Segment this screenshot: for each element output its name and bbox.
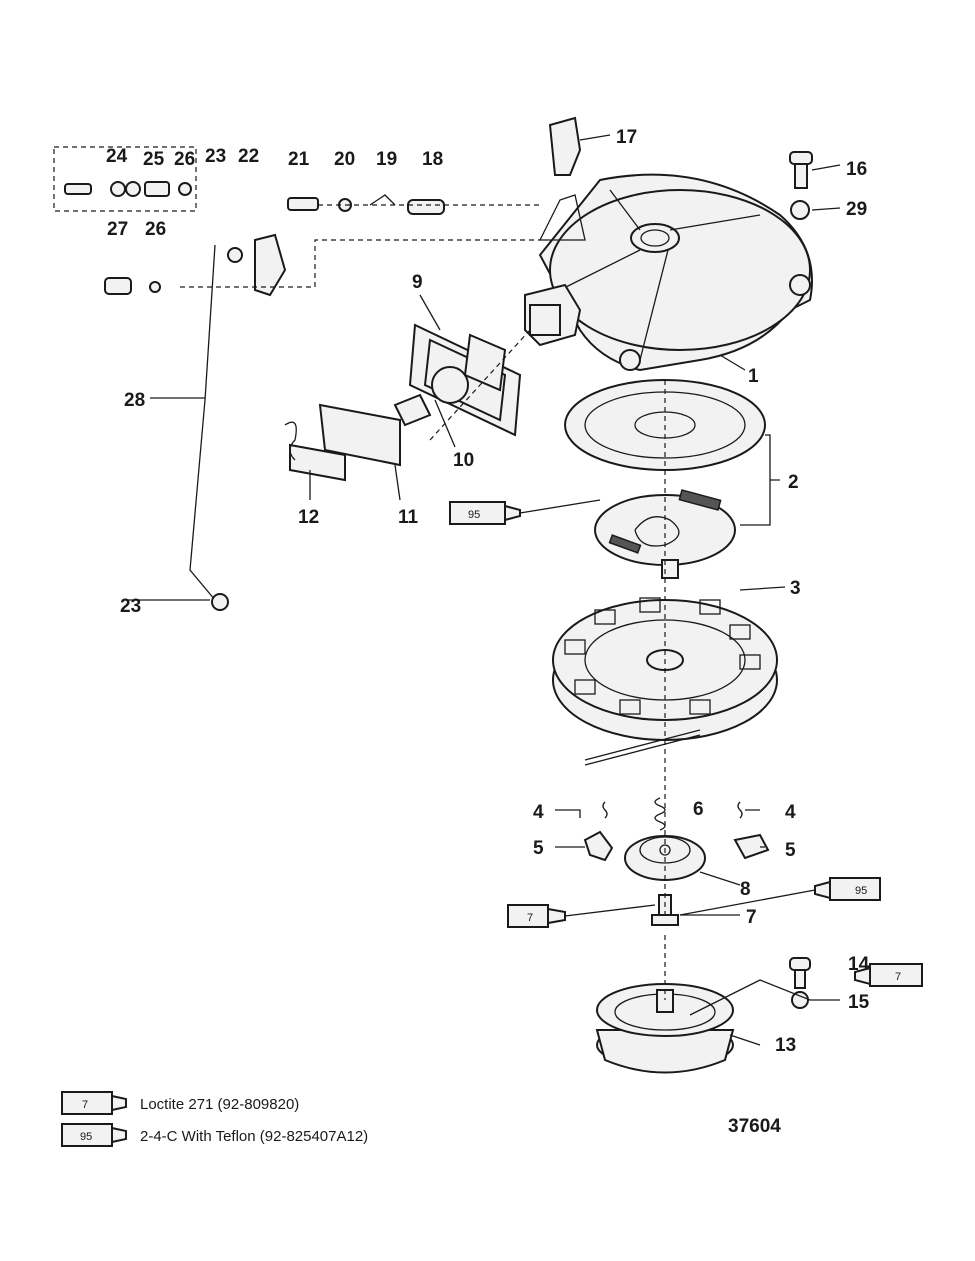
callout-4-left: 4: [533, 802, 544, 823]
figure-number: 37604: [728, 1116, 781, 1137]
callout-3: 3: [790, 578, 801, 599]
callout-6: 6: [693, 799, 704, 820]
leader-lines: [125, 134, 841, 1046]
legend-tube-7: 7: [61, 1091, 127, 1115]
callout-26-bottom: 26: [145, 219, 166, 240]
interlock-switch: [284, 323, 522, 482]
callout-29: 29: [846, 199, 867, 220]
loctite-tube-7-left: 7: [507, 904, 656, 928]
pawl-springs: [602, 797, 743, 831]
callout-8: 8: [740, 879, 751, 900]
callout-2: 2: [788, 472, 799, 493]
hardware-inset: [53, 146, 197, 212]
callout-5-right: 5: [785, 840, 796, 861]
callout-15: 15: [848, 992, 870, 1013]
retainer-bolt: [651, 894, 679, 926]
legend-item-1: Loctite 271 (92-809820): [140, 1096, 299, 1113]
legend: 7 Loctite 271 (92-809820) 95 2-4-C With …: [61, 1091, 368, 1147]
svg-text:7: 7: [82, 1099, 88, 1111]
callout-22: 22: [238, 146, 259, 167]
callout-12: 12: [298, 507, 319, 528]
callout-21: 21: [288, 149, 310, 170]
callout-19: 19: [376, 149, 397, 170]
svg-text:7: 7: [527, 912, 533, 924]
starter-housing: [524, 173, 813, 372]
callout-18: 18: [422, 149, 443, 170]
callout-28: 28: [124, 390, 145, 411]
callout-23-top: 23: [205, 146, 226, 167]
callout-16: 16: [846, 159, 867, 180]
callout-13: 13: [775, 1035, 796, 1056]
callout-4-right: 4: [785, 802, 796, 823]
callout-17: 17: [616, 127, 637, 148]
svg-text:95: 95: [468, 509, 480, 521]
callout-labels: 1 2 3 4 4 5 5 6 7 8 9 10 11 12 13 14 15 …: [106, 127, 870, 1056]
legend-tube-95: 95: [61, 1123, 127, 1147]
interlock-linkage: [104, 116, 582, 297]
callout-7: 7: [746, 907, 757, 928]
callout-9: 9: [412, 272, 423, 293]
link-rod: [189, 244, 229, 611]
callout-14: 14: [848, 954, 870, 975]
callout-24: 24: [106, 146, 128, 167]
callout-20: 20: [334, 149, 355, 170]
legend-item-2: 2-4-C With Teflon (92-825407A12): [140, 1128, 368, 1145]
svg-text:7: 7: [895, 971, 901, 983]
callout-10: 10: [453, 450, 474, 471]
loctite-tube-7-right: 7: [854, 963, 923, 987]
svg-text:95: 95: [855, 885, 867, 897]
callout-1: 1: [748, 366, 759, 387]
svg-text:95: 95: [80, 1131, 92, 1143]
callout-26-top: 26: [174, 149, 195, 170]
hardware-screws: [789, 151, 813, 1009]
callout-23-bottom: 23: [120, 596, 141, 617]
pawls: [583, 830, 770, 862]
callout-25: 25: [143, 149, 165, 170]
lubricant-tube-95-upper: 95: [449, 499, 601, 525]
lubricant-tube-95-right: 95: [679, 877, 881, 916]
callout-11: 11: [398, 507, 419, 528]
callout-5-left: 5: [533, 838, 544, 859]
starter-cup: [595, 983, 735, 1074]
explode-lines: [180, 204, 666, 1000]
callout-27: 27: [107, 219, 128, 240]
